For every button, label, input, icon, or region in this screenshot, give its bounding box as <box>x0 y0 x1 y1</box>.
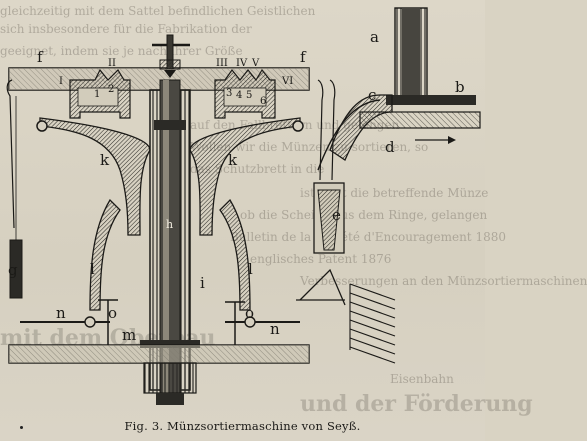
label-o-right: o <box>245 304 254 322</box>
label-l-left: l <box>90 260 95 278</box>
crank-handle <box>152 34 190 70</box>
detail-feed <box>317 7 481 171</box>
machine-illustration: f f I II III IV V VI 1 2 3 4 5 6 k k h i… <box>6 7 481 405</box>
background-text-line: das Schutzbrett in die <box>190 162 325 176</box>
background-text-line: englisches Patent 1876 <box>250 252 392 266</box>
right-arm <box>189 117 304 311</box>
label-1: 1 <box>94 89 100 100</box>
label-d: d <box>385 138 395 156</box>
label-roman-i: I <box>59 76 63 87</box>
label-k-left: k <box>100 151 110 169</box>
label-f-left: f <box>37 48 44 66</box>
label-g: g <box>8 261 18 279</box>
stray-dot <box>20 426 23 429</box>
lower-levers <box>20 299 300 345</box>
label-o-left: o <box>108 304 117 322</box>
label-c: c <box>368 86 376 104</box>
label-6: 6 <box>260 96 266 107</box>
label-5: 5 <box>246 90 252 101</box>
top-beam <box>8 67 310 119</box>
base-plate <box>8 344 310 405</box>
background-text-line: ob die Scheibe aus dem Ringe, gelangen <box>240 208 488 222</box>
label-b: b <box>455 78 465 96</box>
background-text-line: geeignet, indem sie je nach ihrer Größe <box>0 44 243 58</box>
label-k-right: k <box>228 151 238 169</box>
label-e: e <box>332 206 341 224</box>
label-roman-ii: II <box>108 58 116 69</box>
label-i: i <box>200 274 205 292</box>
weight-assembly <box>6 79 23 299</box>
label-roman-iii: III <box>216 58 228 69</box>
label-h: h <box>166 218 173 231</box>
background-text-line: und der Förderung <box>300 391 533 417</box>
label-n-right: n <box>270 320 280 338</box>
label-2: 2 <box>108 84 114 95</box>
label-f-right: f <box>300 48 307 66</box>
label-a: a <box>370 28 379 46</box>
label-roman-iv: IV <box>236 58 248 69</box>
label-roman-v: V <box>251 58 260 69</box>
detail-chute <box>296 182 346 306</box>
label-l-right: l <box>248 260 253 278</box>
background-text-line: ist, fällt die betreffende Münze <box>300 186 489 200</box>
background-text-line: sich insbesondere für die Fabrikation de… <box>0 22 252 36</box>
label-roman-vi: VI <box>281 76 293 87</box>
label-m: m <box>122 326 136 344</box>
background-text-line: Verbesserungen an den Münzsortiermaschin… <box>300 274 587 288</box>
left-arm <box>36 117 151 311</box>
label-4: 4 <box>236 90 242 101</box>
background-text-line: gleichzeitig mit dem Sattel befindlichen… <box>0 4 316 18</box>
background-text-line: Wollen wir die Münzen zu sortieren, so <box>190 140 429 154</box>
label-n-left: n <box>56 304 66 322</box>
label-3: 3 <box>226 88 232 99</box>
central-column <box>140 70 200 401</box>
right-wire <box>317 79 336 181</box>
background-text-line: Bulletin de la Société d'Encouragement 1… <box>230 230 506 244</box>
figure-caption: Fig. 3. Münzsortiermaschine von Seyß. <box>124 419 361 433</box>
figure-labels: f f I II III IV V VI 1 2 3 4 5 6 k k h i… <box>8 28 465 344</box>
background-text-line: Eisenbahn <box>390 372 454 386</box>
detail-slats <box>349 283 396 364</box>
